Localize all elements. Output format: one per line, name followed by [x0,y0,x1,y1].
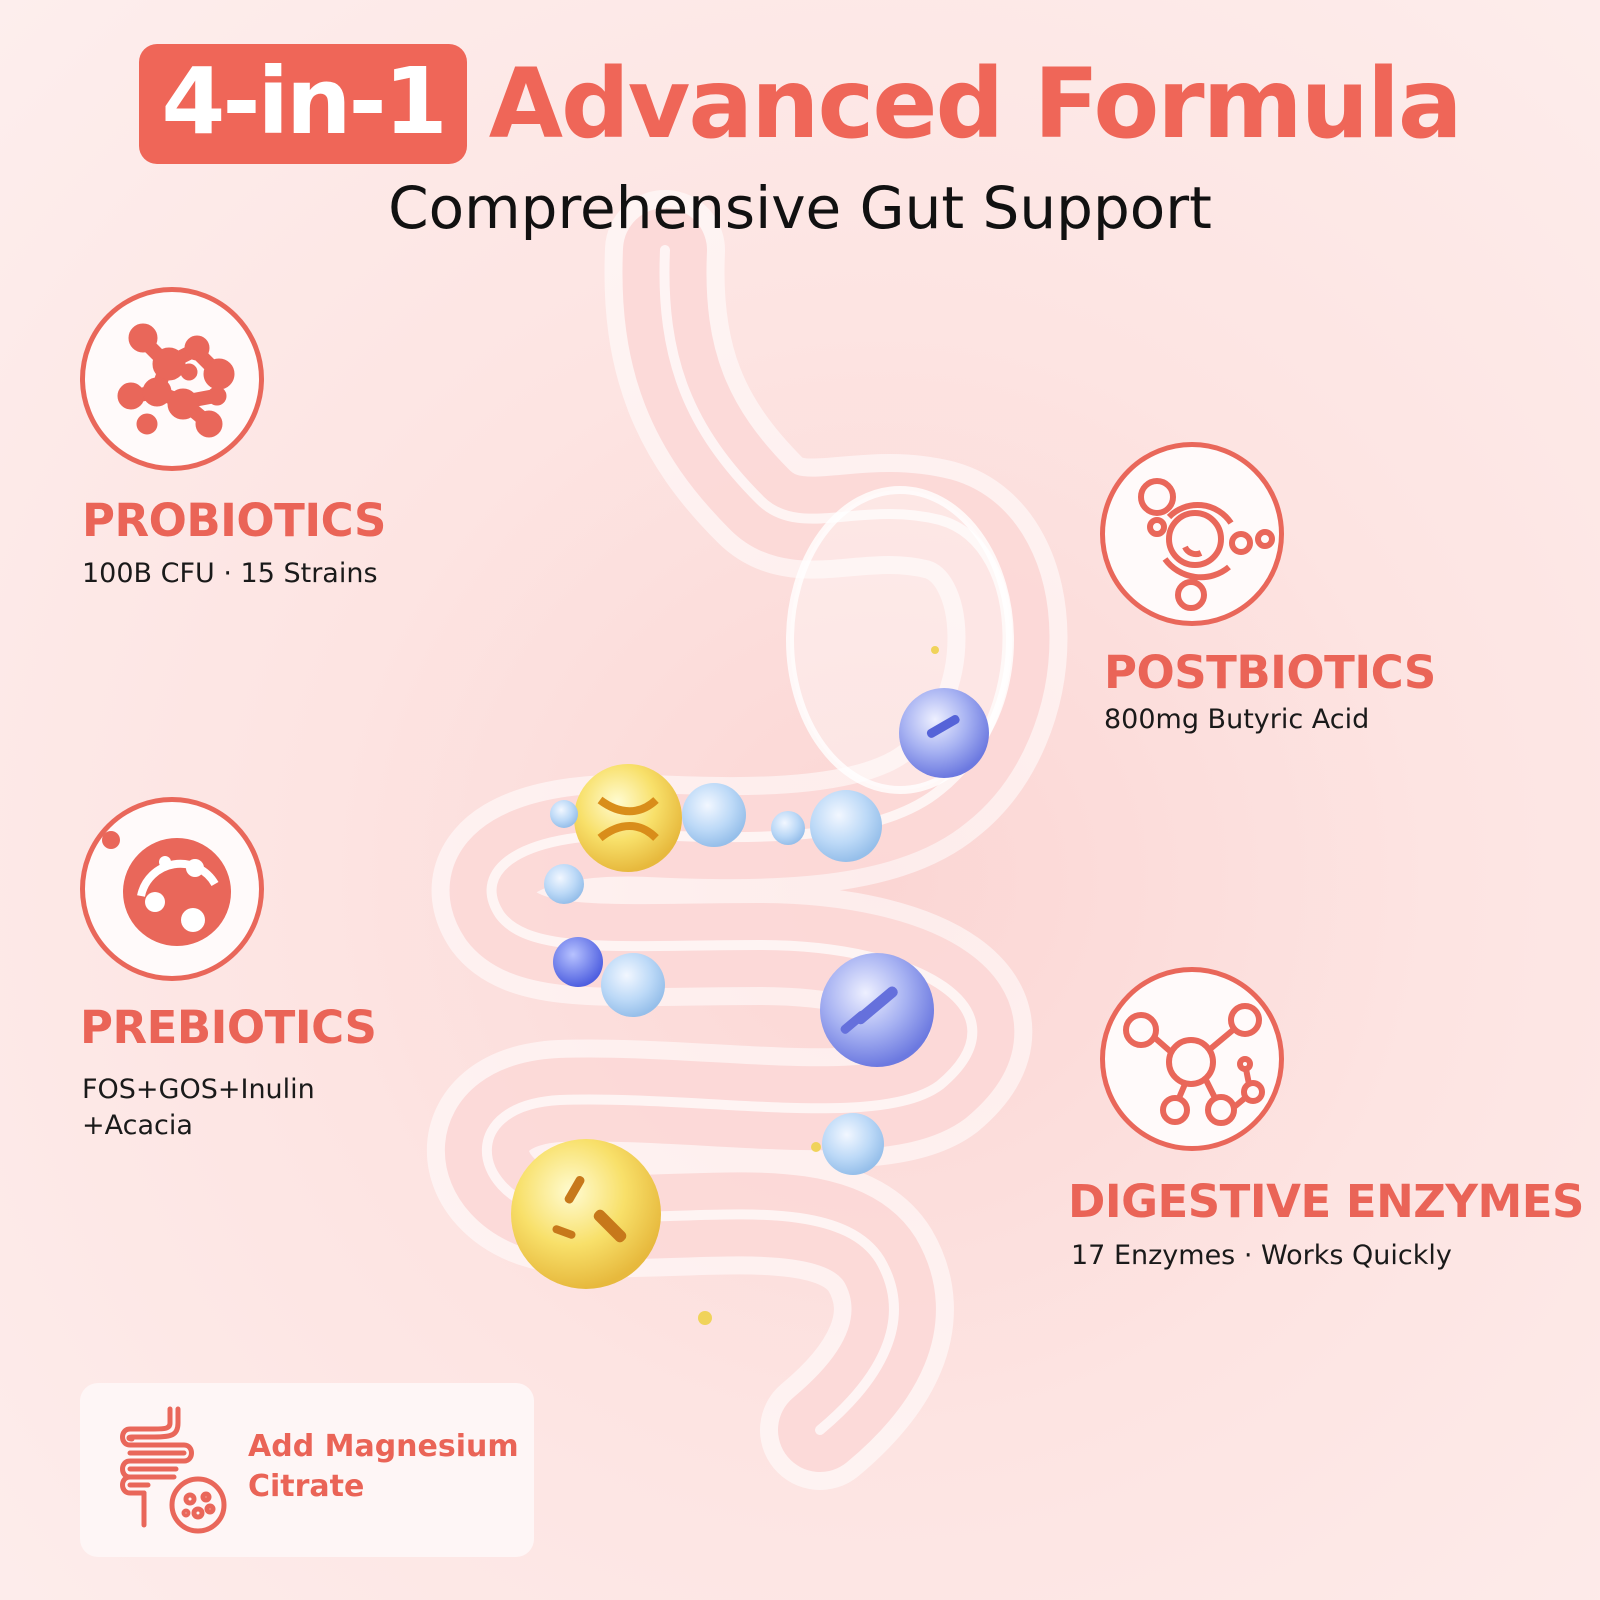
magnesium-citrate-card: Add Magnesium Citrate [80,1383,534,1557]
feature-desc-prebiotics-line1: FOS+GOS+Inulin [82,1074,315,1105]
magnesium-line1: Add Magnesium [248,1429,519,1464]
feature-desc-probiotics: 100B CFU · 15 Strains [82,558,378,589]
molecule-network-icon [1100,967,1284,1151]
magnesium-text: Add Magnesium Citrate [248,1427,528,1507]
bacteria-cluster-icon [80,287,264,471]
feature-title-prebiotics: PREBIOTICS [80,1001,377,1054]
feature-title-postbiotics: POSTBIOTICS [1104,646,1436,699]
feature-title-probiotics: PROBIOTICS [82,494,386,547]
formula-badge: 4-in-1 [139,44,467,164]
magnesium-line2: Citrate [248,1469,365,1504]
intestine-icon [120,1406,227,1534]
feature-title-digestive-enzymes: DIGESTIVE ENZYMES [1068,1175,1584,1228]
molecule-ring-icon [1100,442,1284,626]
feature-desc-prebiotics-line2: +Acacia [82,1110,193,1141]
feature-desc-postbiotics: 800mg Butyric Acid [1104,704,1370,735]
headline-text: Advanced Formula [488,48,1463,160]
subtitle: Comprehensive Gut Support [388,174,1212,242]
cell-icon [80,797,264,981]
feature-desc-digestive-enzymes: 17 Enzymes · Works Quickly [1071,1240,1452,1271]
